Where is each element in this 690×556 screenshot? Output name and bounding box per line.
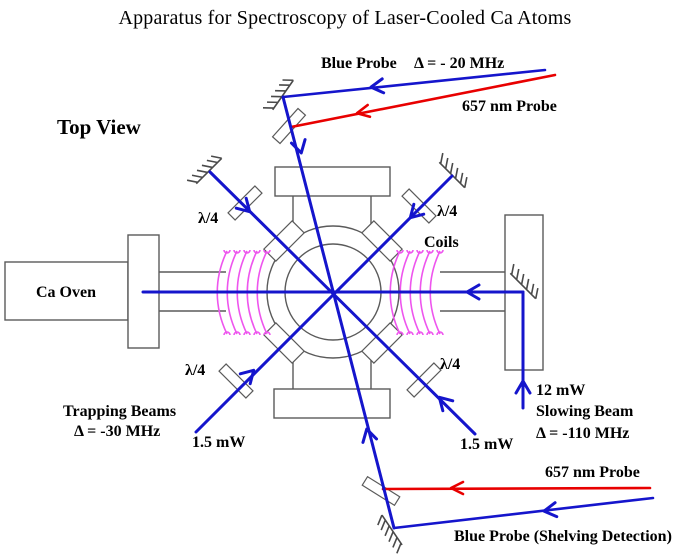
trap-arrow-up-left-icon [437, 395, 455, 413]
trapping-detuning-label: Δ = -30 MHz [74, 423, 160, 440]
trap-arrow-down-right-icon [234, 196, 252, 214]
waveplate-label-top-left: λ/4 [198, 210, 218, 227]
blue-probe-beam [281, 68, 655, 530]
quarter-waveplate-bottom-right [406, 362, 442, 398]
probe-steering-mirror-top-icon [262, 74, 295, 114]
trap-arrow-down-left-icon [408, 202, 426, 220]
trap-power-right-label: 1.5 mW [460, 436, 513, 453]
trapping-beams-label: Trapping Beams [63, 403, 176, 420]
waveplate-label-bottom-right: λ/4 [440, 356, 460, 373]
waveplate-label-bottom-left: λ/4 [185, 362, 205, 379]
trap-retro-mirror-top-right-icon [435, 152, 472, 189]
red-probe-top-label: 657 nm Probe [462, 98, 557, 115]
probe-steering-mirror-bottom-icon [373, 514, 406, 555]
ca-oven-label: Ca Oven [36, 284, 96, 301]
red-probe-beam-bottom [381, 480, 652, 496]
left-beam-tube [159, 271, 226, 312]
bottom-flange [273, 388, 391, 419]
top-flange [274, 166, 391, 197]
slowing-power-label: 12 mW [536, 382, 585, 399]
red-probe-bottom-label: 657 nm Probe [545, 464, 640, 481]
red-arrow-bottom-icon [449, 480, 465, 496]
red-arrow-top-icon [355, 103, 372, 119]
blue-probe-arrow-top-icon [369, 77, 386, 95]
right-beam-tube [440, 271, 505, 312]
shelving-detection-label: Blue Probe (Shelving Detection) [454, 528, 672, 545]
ca-oven-assembly [4, 234, 226, 349]
quarter-waveplate-top-right [401, 188, 437, 224]
shelving-arrow-left-icon [542, 501, 559, 519]
red-probe-beam-top [289, 73, 557, 129]
slowing-arrow-left-icon [465, 283, 481, 301]
trapping-beam-diagonal-a [208, 170, 477, 436]
top-view-label: Top View [57, 115, 142, 139]
diagram-title: Apparatus for Spectroscopy of Laser-Cool… [118, 7, 571, 29]
blue-probe-label: Blue Probe [321, 55, 397, 72]
coils-label: Coils [424, 234, 459, 251]
slowing-detuning-label: Δ = -110 MHz [536, 425, 629, 442]
shelving-arrow-up-icon [361, 427, 379, 444]
trap-arrow-up-right-icon [238, 368, 256, 386]
slowing-beam-label: Slowing Beam [536, 403, 634, 420]
trapping-beam-diagonal-b [194, 174, 454, 434]
quarter-waveplate-top-left [227, 185, 263, 221]
trap-power-left-label: 1.5 mW [192, 434, 245, 451]
trap-retro-mirror-top-left-icon [186, 151, 223, 188]
blue-probe-detuning-label: Δ = - 20 MHz [414, 55, 504, 72]
slowing-arrow-up-icon [514, 379, 532, 395]
blue-probe-arrow-down-icon [289, 138, 307, 155]
ca-oven-box [4, 261, 129, 321]
waveplate-label-top-right: λ/4 [437, 203, 457, 220]
